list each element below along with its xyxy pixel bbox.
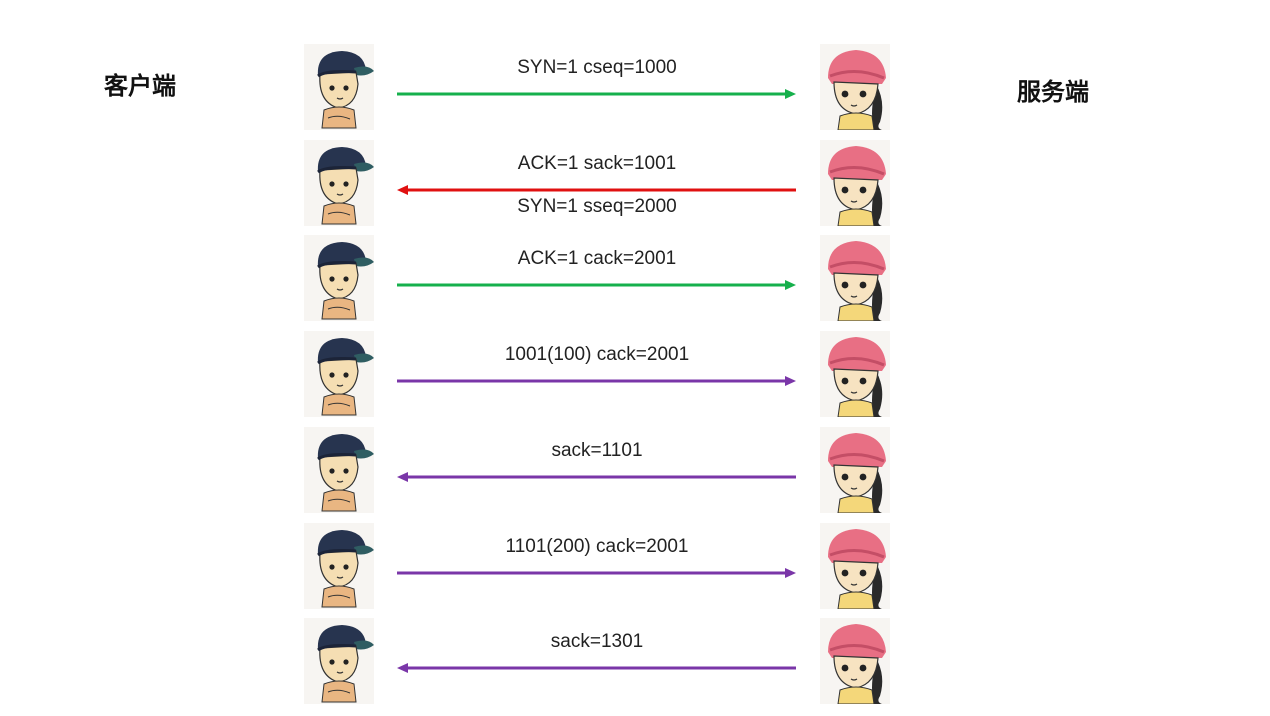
boy-avatar-icon	[304, 140, 374, 226]
girl-avatar-icon	[820, 427, 890, 513]
server-title: 服务端	[1017, 78, 1089, 106]
girl-avatar-icon	[820, 44, 890, 130]
girl-avatar-icon	[820, 140, 890, 226]
girl-avatar-icon	[820, 331, 890, 417]
arrow-head-icon	[397, 185, 408, 195]
boy-avatar-icon	[304, 427, 374, 513]
message-label: sack=1301	[550, 631, 644, 652]
girl-avatar-icon	[820, 523, 890, 609]
boy-avatar-icon	[304, 44, 374, 130]
boy-avatar-icon	[304, 235, 374, 321]
girl-avatar-icon	[820, 235, 890, 321]
message-label-secondary: SYN=1 sseq=2000	[517, 196, 677, 217]
arrow-head-icon	[785, 280, 796, 290]
message-label: ACK=1 sack=1001	[517, 153, 677, 174]
client-title: 客户端	[104, 72, 176, 100]
arrow-head-icon	[785, 89, 796, 99]
arrow-head-icon	[785, 376, 796, 386]
message-label: 1101(200) cack=2001	[505, 536, 689, 557]
arrow-head-icon	[397, 663, 408, 673]
arrow-head-icon	[397, 472, 408, 482]
message-label: SYN=1 cseq=1000	[517, 57, 677, 78]
message-label: 1001(100) cack=2001	[504, 344, 690, 365]
boy-avatar-icon	[304, 523, 374, 609]
girl-avatar-icon	[820, 618, 890, 704]
arrow-head-icon	[785, 568, 796, 578]
boy-avatar-icon	[304, 618, 374, 704]
message-label: sack=1101	[551, 440, 643, 461]
message-label: ACK=1 cack=2001	[517, 248, 677, 269]
boy-avatar-icon	[304, 331, 374, 417]
